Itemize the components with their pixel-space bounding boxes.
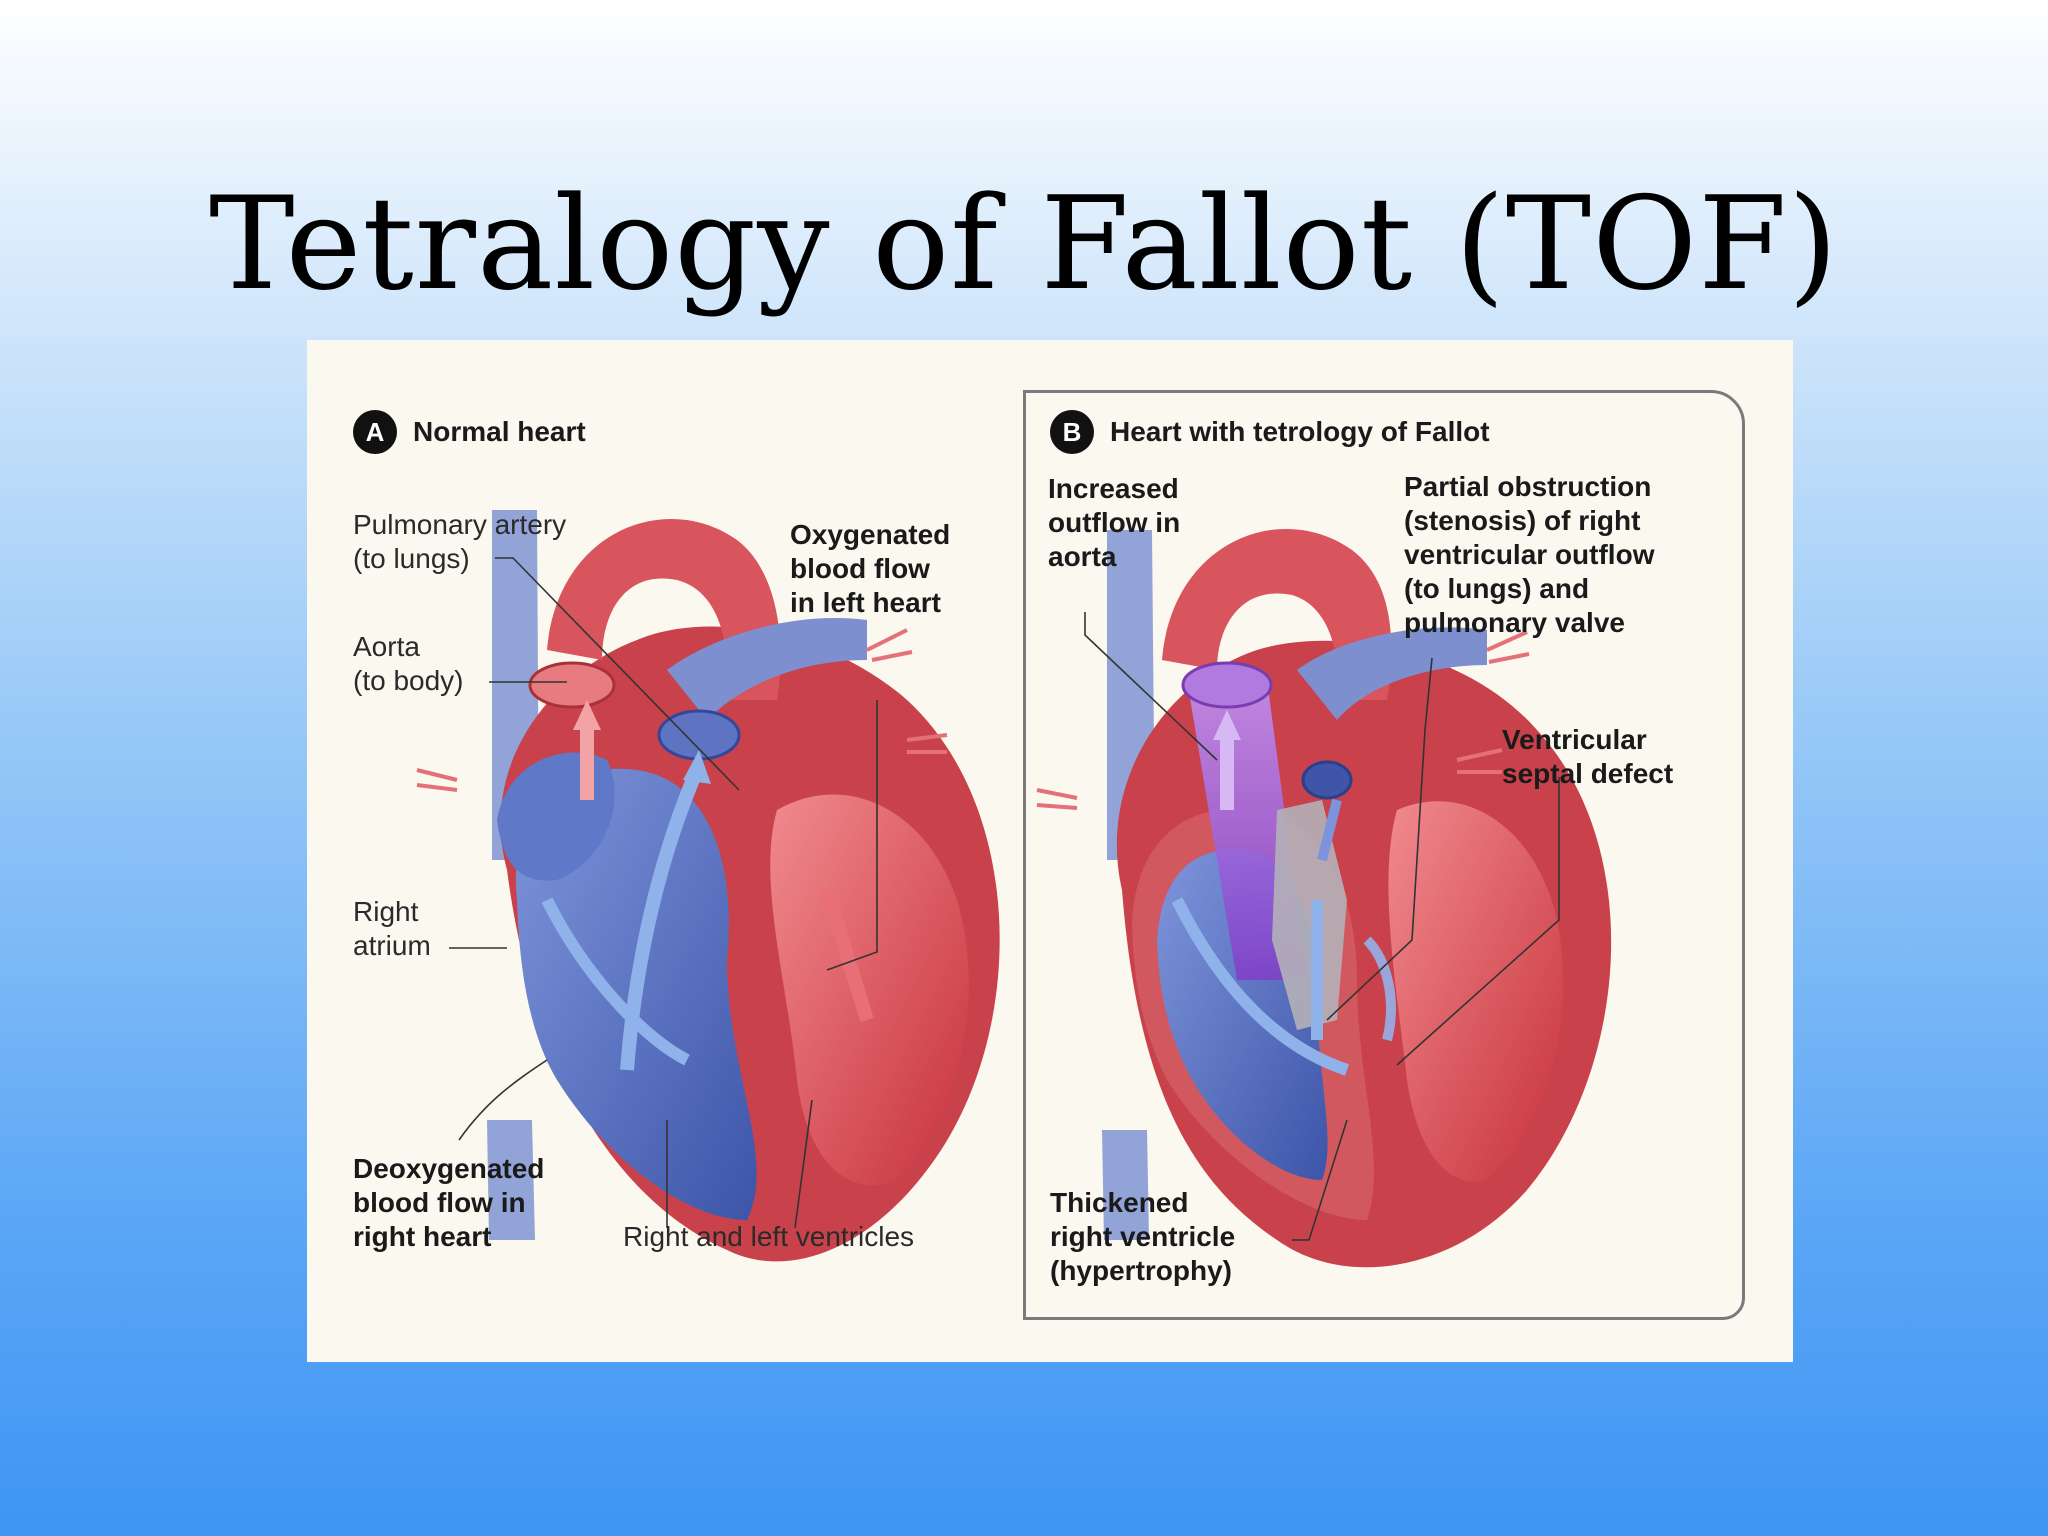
label-pulmonary-artery: Pulmonary artery (to lungs)	[353, 509, 567, 574]
label-right-atrium: Right atrium	[353, 896, 431, 961]
heart-diagram-figure: A Normal heart B Heart with tetrology of…	[307, 340, 1793, 1362]
label-increased-outflow: Increased outflow in aorta	[1048, 473, 1181, 572]
heart-illustrations	[416, 510, 1612, 1268]
panel-a-badge: A	[353, 410, 397, 454]
panel-b-frame	[1023, 390, 1745, 1320]
panel-b-badge: B	[1050, 410, 1094, 454]
label-aorta: Aorta (to body)	[353, 631, 464, 696]
label-deoxygenated-flow: Deoxygenated blood flow in right heart	[353, 1153, 545, 1252]
slide-title: Tetralogy of Fallot (TOF)	[209, 170, 1839, 319]
tof-heart-illustration	[1036, 528, 1612, 1268]
label-partial-obstruction: Partial obstruction (stenosis) of right …	[1404, 471, 1655, 638]
panel-a-heading: A Normal heart	[353, 410, 586, 454]
normal-heart-illustration	[416, 510, 1000, 1262]
label-vsd: Ventricular septal defect	[1502, 724, 1674, 789]
label-oxygenated-flow: Oxygenated blood flow in left heart	[790, 519, 951, 618]
panel-b-heading-text: Heart with tetrology of Fallot	[1110, 416, 1490, 447]
label-ventricles: Right and left ventricles	[623, 1221, 915, 1252]
leader-lines	[449, 557, 1560, 1241]
label-thickened-rv: Thickened right ventricle (hypertrophy)	[1050, 1187, 1236, 1286]
panel-b-heading: B Heart with tetrology of Fallot	[1050, 410, 1490, 454]
panel-a-heading-text: Normal heart	[413, 416, 586, 447]
